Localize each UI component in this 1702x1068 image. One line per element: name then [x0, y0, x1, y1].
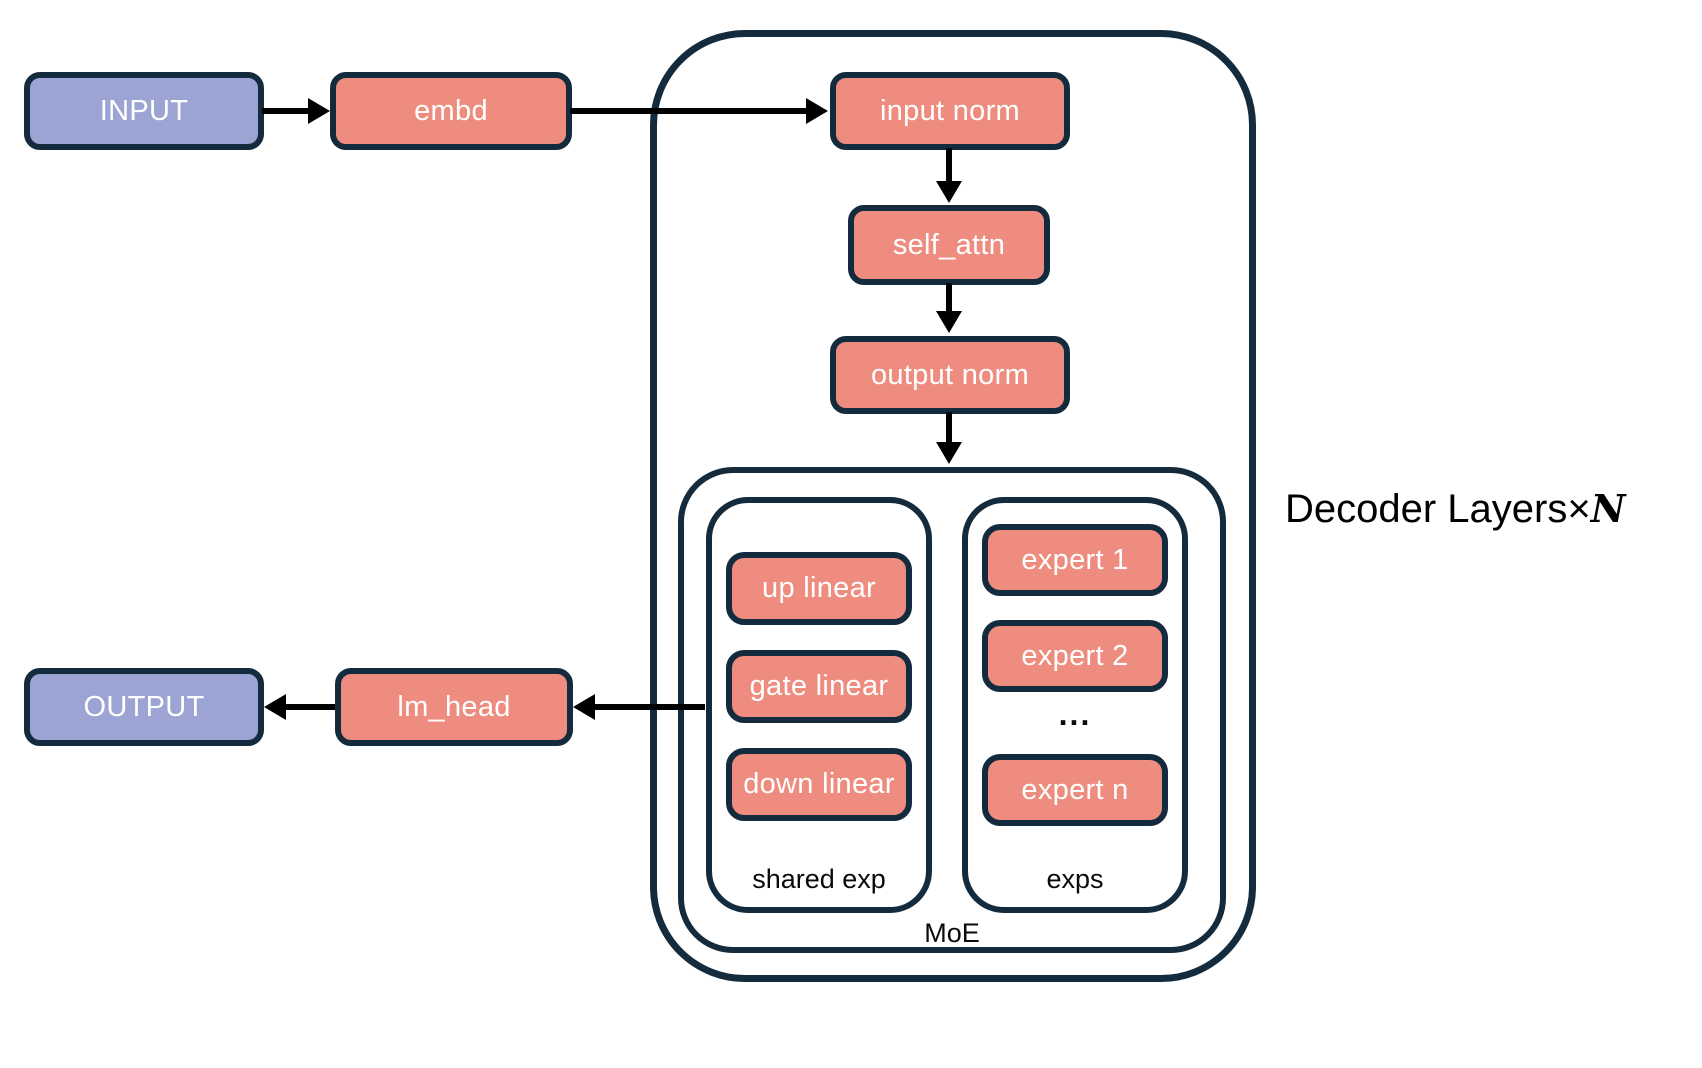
expert-2-node-label: expert 2	[1021, 639, 1129, 672]
embd-node-label: embd	[414, 94, 488, 127]
experts-label: exps	[1046, 864, 1104, 894]
self-attn-node: self_attn	[848, 205, 1050, 285]
embd-node: embd	[330, 72, 572, 150]
decoder-layers-title-text: Decoder Layers×	[1285, 487, 1591, 531]
arrow-head-icon	[936, 311, 962, 333]
expert-1-node-label: expert 1	[1021, 543, 1129, 576]
output-norm-node: output norm	[830, 336, 1070, 414]
expert-2-node: expert 2	[982, 620, 1168, 692]
expert-n-node: expert n	[982, 754, 1168, 826]
output-node: OUTPUT	[24, 668, 264, 746]
arrow-line	[946, 283, 952, 312]
arrow-line	[284, 704, 335, 710]
arrow-head-icon	[936, 181, 962, 203]
input-norm-node: input norm	[830, 72, 1070, 150]
shared-exp-label: shared exp	[752, 864, 886, 894]
input-node: INPUT	[24, 72, 264, 150]
input-norm-node-label: input norm	[879, 94, 1020, 127]
expert-1-node: expert 1	[982, 524, 1168, 596]
arrow-line	[946, 412, 952, 443]
experts-container	[962, 497, 1188, 913]
down-linear-node: down linear	[726, 748, 912, 821]
self-attn-node-label: self_attn	[892, 228, 1006, 261]
moe-container	[678, 467, 1226, 953]
lm-head-node-label: lm_head	[397, 690, 511, 723]
input-node-label: INPUT	[99, 94, 189, 127]
arrow-line	[262, 108, 310, 114]
moe-label: MoE	[924, 918, 980, 948]
expert-n-node-label: expert n	[1021, 773, 1129, 806]
lm-head-node: lm_head	[335, 668, 573, 746]
arrow-head-icon	[264, 694, 286, 720]
output-norm-node-label: output norm	[870, 358, 1030, 391]
arrow-head-icon	[806, 98, 828, 124]
decoder-layers-title: Decoder Layers×N	[1285, 486, 1625, 532]
arrow-line	[593, 704, 705, 710]
up-linear-node: up linear	[726, 552, 912, 625]
arrow-line	[946, 148, 952, 182]
gate-linear-node: gate linear	[726, 650, 912, 723]
arrow-head-icon	[573, 694, 595, 720]
arrow-head-icon	[308, 98, 330, 124]
decoder-layers-title-n: N	[1590, 486, 1626, 531]
arrow-line	[570, 108, 808, 114]
output-node-label: OUTPUT	[83, 690, 205, 723]
experts-ellipsis: ...	[1058, 696, 1092, 732]
decoder-layers-container	[650, 30, 1256, 982]
gate-linear-node-label: gate linear	[749, 670, 889, 702]
arrow-head-icon	[936, 442, 962, 464]
down-linear-node-label: down linear	[743, 768, 895, 800]
up-linear-node-label: up linear	[762, 572, 876, 604]
shared-exp-container	[706, 497, 932, 913]
